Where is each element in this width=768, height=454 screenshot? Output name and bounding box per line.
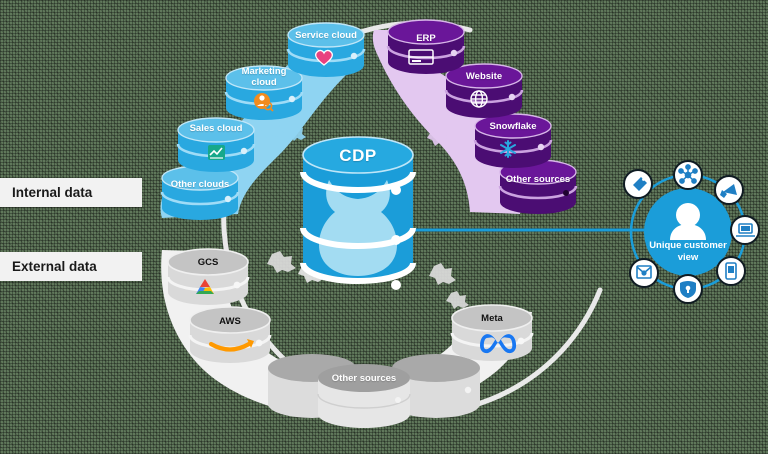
- ring-icon-mobile[interactable]: [716, 256, 746, 286]
- meta-icon: [480, 334, 517, 354]
- internal-source-website[interactable]: [444, 63, 524, 118]
- external-source-gcs[interactable]: [166, 248, 250, 305]
- google-cloud-icon: [196, 279, 214, 294]
- internal-source-service-cloud[interactable]: [286, 22, 366, 77]
- ring-icon-tag[interactable]: [623, 169, 653, 199]
- external-source-other-sources[interactable]: [268, 354, 480, 428]
- internal-source-sales-cloud[interactable]: [176, 117, 256, 172]
- label-internal-data: Internal data: [0, 178, 142, 207]
- external-source-meta[interactable]: [450, 304, 534, 361]
- ucv-line1: Unique customer: [649, 240, 727, 251]
- internal-source-other-clouds[interactable]: [160, 165, 240, 220]
- label-external-data: External data: [0, 252, 142, 281]
- unique-customer-view[interactable]: [629, 173, 747, 291]
- internal-source-snowflake[interactable]: [473, 113, 553, 168]
- internal-source-purple-other-sources[interactable]: [498, 159, 578, 214]
- cdp-inner-glyph: [319, 180, 397, 276]
- snowflake-icon: [500, 140, 516, 158]
- internal-source-marketing-cloud[interactable]: [224, 65, 304, 120]
- person-search-icon: [254, 93, 274, 112]
- server-icon: [408, 49, 434, 65]
- heart-icon: [315, 49, 333, 66]
- ring-icon-megaphone[interactable]: [714, 175, 744, 205]
- ring-icon-email[interactable]: [629, 258, 659, 288]
- cdp-cylinder[interactable]: [300, 136, 416, 290]
- internal-source-erp[interactable]: [386, 19, 466, 74]
- ring-icon-laptop[interactable]: [730, 215, 760, 245]
- chart-icon: [208, 145, 225, 160]
- amazon-icon: [208, 339, 254, 352]
- person-avatar-icon: [670, 203, 706, 240]
- internal-purple-band: [372, 30, 523, 214]
- globe-icon: [470, 90, 488, 108]
- ring-icon-lock-shield[interactable]: [673, 274, 703, 304]
- unique-customer-view-label: Unique customer view: [643, 240, 733, 264]
- external-source-aws[interactable]: [188, 306, 272, 363]
- ucv-line2: view: [677, 252, 699, 263]
- ring-icon-network-hub[interactable]: [673, 160, 703, 190]
